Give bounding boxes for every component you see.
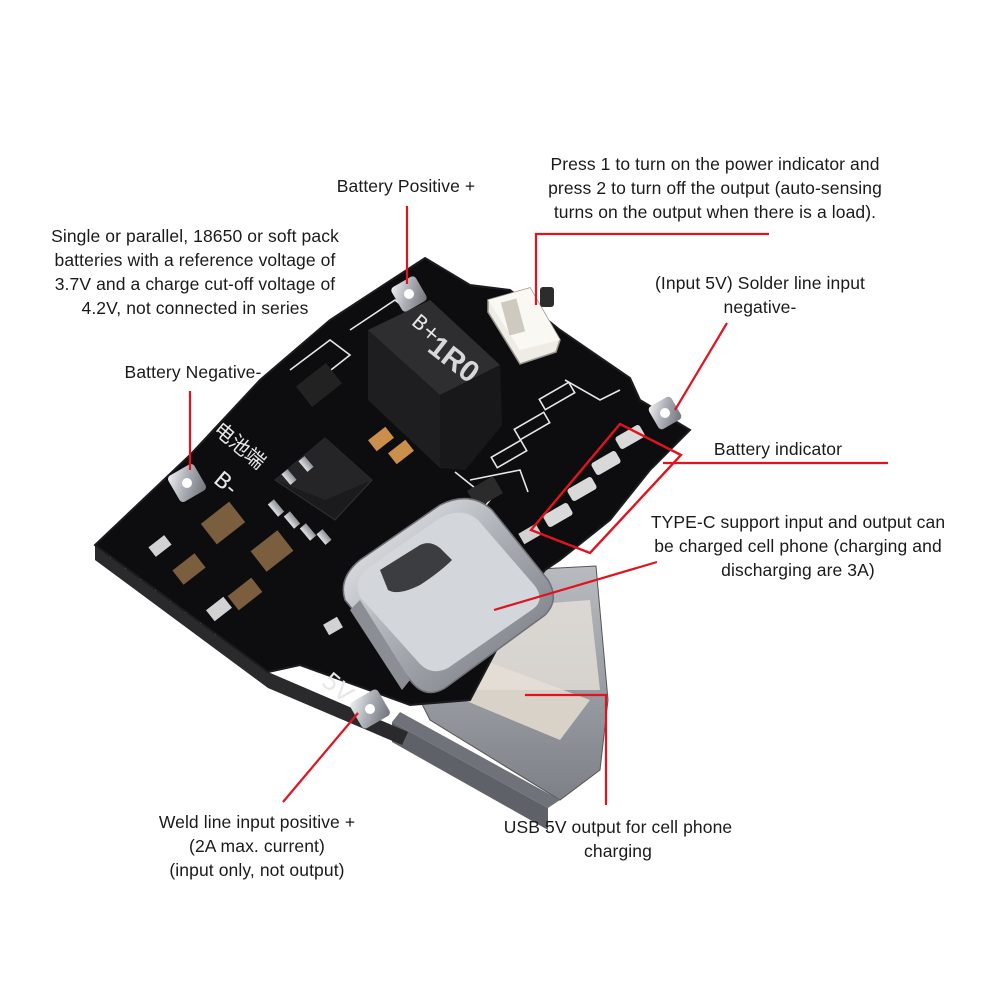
label-battery-negative: Battery Negative- bbox=[95, 360, 291, 384]
pad-b-plus bbox=[391, 276, 427, 312]
label-line: charging bbox=[584, 841, 652, 861]
ic-chip bbox=[267, 437, 373, 545]
label-line: discharging are 3A) bbox=[721, 560, 875, 580]
usb-c-port bbox=[342, 497, 554, 694]
pad-input-negative bbox=[648, 396, 682, 430]
label-line: (2A max. current) bbox=[189, 836, 325, 856]
label-line: (input only, not output) bbox=[169, 860, 345, 880]
power-button bbox=[487, 287, 561, 365]
label-line: Weld line input positive + bbox=[158, 812, 356, 832]
label-line: Battery Negative- bbox=[124, 362, 262, 382]
leader-lines bbox=[188, 206, 888, 805]
pad-b-minus bbox=[167, 463, 207, 503]
label-battery-positive: Battery Positive + bbox=[300, 174, 512, 198]
label-weld-positive: Weld line input positive + (2A max. curr… bbox=[120, 810, 394, 882]
label-line: Press 1 to turn on the power indicator a… bbox=[550, 154, 880, 174]
pcb-edge bbox=[95, 545, 408, 745]
label-line: Single or parallel, 18650 or soft pack bbox=[51, 226, 339, 246]
label-line: be charged cell phone (charging and bbox=[654, 536, 942, 556]
label-line: negative- bbox=[723, 297, 797, 317]
label-line: Battery indicator bbox=[713, 439, 843, 459]
pad-5v-positive bbox=[350, 689, 390, 729]
label-line: (Input 5V) Solder line input bbox=[654, 273, 865, 293]
battery-indicator-highlight bbox=[529, 422, 683, 555]
label-type-c: TYPE-C support input and output can be c… bbox=[600, 510, 996, 582]
label-battery-spec: Single or parallel, 18650 or soft pack b… bbox=[14, 224, 376, 320]
label-battery-indicator: Battery indicator bbox=[690, 437, 866, 461]
leader-button bbox=[534, 232, 769, 305]
label-line: press 2 to turn off the output (auto-sen… bbox=[548, 178, 882, 198]
label-input-negative: (Input 5V) Solder line input negative- bbox=[620, 271, 900, 319]
label-line: USB 5V output for cell phone bbox=[503, 817, 733, 837]
label-line: 4.2V, not connected in series bbox=[81, 298, 309, 318]
label-line: turns on the output when there is a load… bbox=[553, 202, 877, 222]
label-line: batteries with a reference voltage of bbox=[54, 250, 336, 270]
leader-weld bbox=[282, 712, 359, 803]
label-usb-output: USB 5V output for cell phone charging bbox=[468, 815, 768, 863]
label-line: Battery Positive + bbox=[336, 176, 476, 196]
battery-leds bbox=[543, 425, 645, 527]
label-line: 3.7V and a charge cut-off voltage of bbox=[54, 274, 336, 294]
smd-components bbox=[148, 363, 542, 636]
label-line: TYPE-C support input and output can bbox=[650, 512, 946, 532]
label-press-button: Press 1 to turn on the power indicator a… bbox=[500, 152, 930, 224]
leader-input-negative bbox=[674, 322, 728, 411]
leader-type-c bbox=[493, 560, 658, 612]
leader-usb bbox=[525, 693, 608, 805]
inductor: 1R0 bbox=[368, 300, 502, 470]
